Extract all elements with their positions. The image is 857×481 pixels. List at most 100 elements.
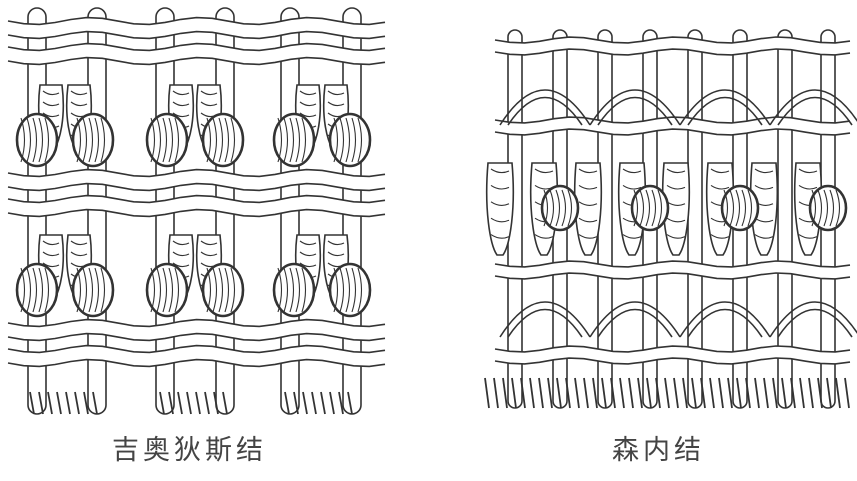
yarn-loop-twist <box>741 189 747 227</box>
yarn-tuft-twist <box>172 251 190 257</box>
yarn-loop-twist <box>301 117 307 163</box>
pile-fringe <box>529 377 535 409</box>
yarn-loop-twist <box>567 189 573 227</box>
pile-fringe <box>177 391 183 415</box>
yarn-tuft-twist <box>710 234 730 239</box>
pile-fringe <box>47 391 53 415</box>
yarn-loop-twist <box>230 117 236 163</box>
pile-fringe <box>727 377 733 409</box>
pile-fringe <box>754 377 760 409</box>
arched-weft <box>589 89 681 126</box>
yarn-tuft-twist <box>798 184 818 190</box>
yarn-tuft-twist <box>578 184 598 190</box>
yarn-loop-twist <box>20 267 26 313</box>
yarn-loop-twist <box>38 267 44 313</box>
yarn-loop-twist <box>639 189 645 227</box>
pile-fringe <box>204 391 210 415</box>
pile-fringe <box>790 377 796 409</box>
yarn-loop-twist <box>44 117 50 163</box>
yarn-tuft-twist <box>42 112 60 118</box>
yarn-loop-twist <box>150 117 156 163</box>
pile-fringe <box>583 377 589 409</box>
yarn-tuft-twist <box>490 168 510 174</box>
yarn-tuft-twist <box>578 234 598 239</box>
pile-fringe <box>799 377 805 409</box>
weft-thread-edge-top <box>7 16 386 26</box>
pile-fringe <box>574 377 580 409</box>
yarn-tuft-twist <box>490 234 510 239</box>
yarn-tuft-twist <box>490 184 510 190</box>
pile-fringe <box>628 377 634 409</box>
pile-fringe <box>718 377 724 409</box>
yarn-loop-twist <box>76 267 82 313</box>
arched-weft <box>777 308 853 338</box>
weft-thread-edge-top <box>7 168 386 178</box>
yarn-tuft-twist <box>200 251 218 257</box>
yarn-loop-twist <box>357 117 363 163</box>
pile-fringe <box>826 377 832 409</box>
pile-fringe <box>74 391 80 415</box>
weft-thread-edge-bottom <box>494 357 851 365</box>
yarn-loop-twist <box>168 117 174 163</box>
yarn-loop-twist <box>206 117 212 163</box>
yarn-loop-twist <box>156 117 162 163</box>
pile-fringe <box>38 391 44 415</box>
yarn-loop-twist <box>168 267 174 313</box>
yarn-loop-twist <box>357 267 363 313</box>
pile-fringe <box>637 377 643 409</box>
yarn-tuft-twist <box>534 234 554 239</box>
pile-fringe <box>493 377 499 409</box>
pile-fringe <box>700 377 706 409</box>
yarn-loop-twist <box>811 189 817 227</box>
yarn-loop-twist <box>295 117 301 163</box>
weft-thread-edge-top <box>494 116 851 124</box>
pile-fringe <box>511 377 517 409</box>
pile-fringe <box>302 391 308 415</box>
yarn-loop-twist <box>20 117 26 163</box>
pile-fringe <box>781 377 787 409</box>
yarn-loop-twist <box>26 117 32 163</box>
yarn-loop-twist <box>156 267 162 313</box>
yarn-loop-twist <box>339 117 345 163</box>
pile-fringe <box>808 377 814 409</box>
yarn-tuft-twist <box>299 101 317 107</box>
yarn-loop-twist <box>94 267 100 313</box>
pile-fringe <box>655 377 661 409</box>
yarn-tuft-twist <box>42 90 60 96</box>
weft-thread-edge-bottom <box>7 30 386 40</box>
yarn-tuft-twist <box>327 101 345 107</box>
yarn-loop-twist <box>174 267 180 313</box>
weft-thread-edge-top <box>494 260 851 268</box>
pile-fringe <box>565 377 571 409</box>
yarn-tuft-twist <box>299 251 317 257</box>
pile-fringe <box>844 377 850 409</box>
yarn-loop-twist <box>829 189 835 227</box>
arched-weft <box>507 96 583 126</box>
yarn-loop-twist <box>174 117 180 163</box>
yarn-loop-twist <box>289 117 295 163</box>
yarn-loop-twist <box>88 267 94 313</box>
arched-weft <box>777 96 853 126</box>
weft-thread-edge-top <box>7 318 386 328</box>
yarn-loop-twist <box>212 267 218 313</box>
pile-fringe <box>547 377 553 409</box>
yarn-loop-twist <box>345 117 351 163</box>
senneh-knot-weave <box>484 29 857 409</box>
arched-weft <box>687 308 763 338</box>
yarn-loop-twist <box>817 189 823 227</box>
caption-senneh-knot: 森内结 <box>612 435 705 466</box>
yarn-tuft-twist <box>70 240 88 246</box>
yarn-tuft-twist <box>710 168 730 174</box>
yarn-tuft-twist <box>172 112 190 118</box>
yarn-loop-twist <box>301 267 307 313</box>
pile-fringe <box>92 391 98 415</box>
pile-fringe <box>311 391 317 415</box>
yarn-tuft-twist <box>172 262 190 268</box>
yarn-tuft-twist <box>299 240 317 246</box>
pile-fringe <box>664 377 670 409</box>
ghiordes-knot-weave <box>7 7 386 415</box>
yarn-loop-twist <box>633 189 639 227</box>
weft-thread-edge-bottom <box>7 208 386 218</box>
weft-thread-edge-top <box>7 194 386 204</box>
